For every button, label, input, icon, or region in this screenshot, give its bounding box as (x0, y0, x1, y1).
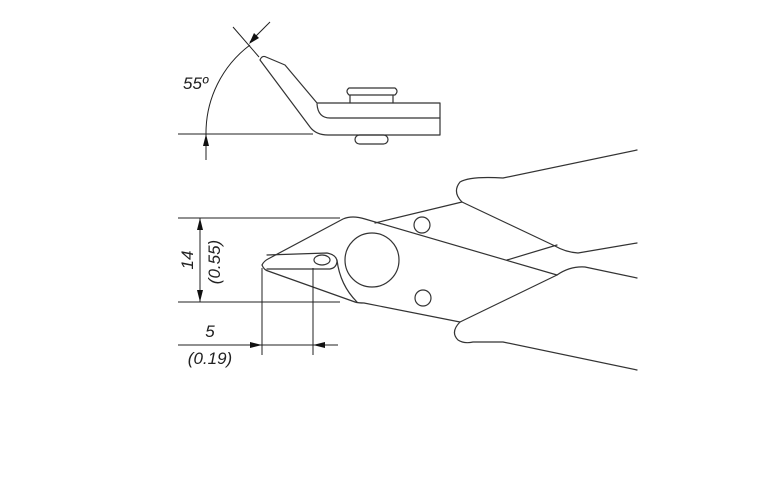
width-arrow-bottom (197, 290, 203, 302)
angle-arrow-bottom (203, 134, 209, 146)
side-jaw-inner-line (316, 103, 441, 119)
length-in-label: (0.19) (188, 349, 232, 368)
upper-jaw-outline (261, 216, 558, 276)
lower-jaw-outline (261, 264, 461, 323)
cutting-slot (266, 252, 338, 270)
width-in-label: (0.55) (205, 240, 224, 284)
handle-cross-line (506, 244, 558, 261)
length-mm-label: 5 (205, 322, 215, 341)
upper-handle-edge (374, 201, 463, 224)
upper-handle-grip (455, 149, 638, 254)
angle-arrow-top (249, 33, 259, 44)
jaw-joint-curve (336, 259, 358, 303)
bottom-knob (354, 134, 389, 145)
side-view: 55º (178, 21, 441, 160)
side-jaw-outline (259, 55, 441, 136)
angle-label: 55º (183, 74, 209, 93)
rivet-bottom (414, 289, 432, 307)
lower-handle-inner (556, 266, 638, 279)
length-arrow-right (313, 342, 325, 348)
angle-arc (205, 44, 251, 160)
top-view (261, 149, 638, 371)
width-mm-label: 14 (178, 251, 197, 270)
width-arrow-top (197, 218, 203, 230)
dimensions: 14 (0.55) 5 (0.19) (178, 217, 340, 368)
top-knob (346, 87, 398, 104)
slot-hole (313, 254, 331, 266)
length-arrow-left (250, 342, 262, 348)
lower-handle-grip (453, 274, 638, 371)
angle-extension-line (232, 26, 260, 58)
pivot-circle (344, 232, 400, 288)
rivet-top (413, 216, 431, 234)
